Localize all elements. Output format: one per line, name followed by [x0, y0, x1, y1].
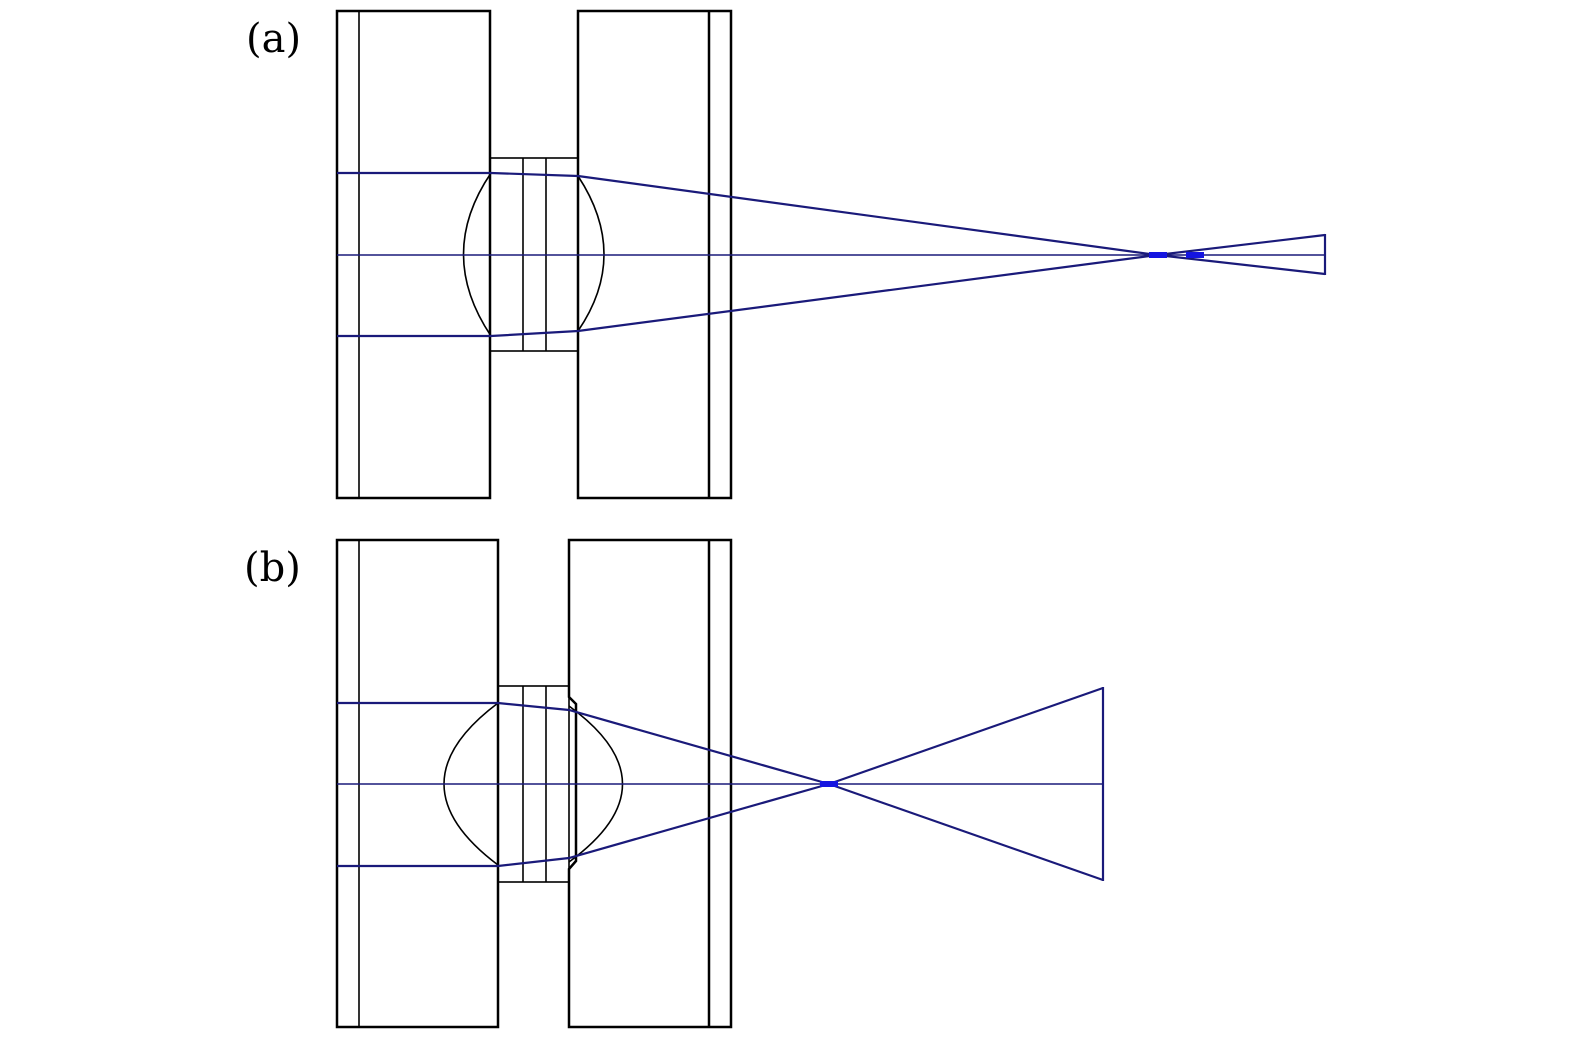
ray-lower-a — [337, 253, 1158, 338]
focus-marker-1-a — [1149, 252, 1167, 258]
ray-upper-b — [337, 701, 830, 786]
panel-label-b: (b) — [244, 545, 301, 591]
panel-a: (a) — [246, 9, 1327, 500]
focus-marker-2-a — [1186, 252, 1204, 258]
ray-upper-a — [337, 171, 1158, 257]
ray-upper-diverging-a — [1156, 233, 1326, 257]
ray-upper-diverging-b — [828, 686, 1104, 786]
ray-lower-diverging-b — [828, 782, 1104, 882]
focus-marker-b — [820, 781, 838, 787]
panel-b: (b) — [244, 538, 1105, 1029]
ray-lower-diverging-a — [1156, 253, 1326, 276]
panel-label-a: (a) — [246, 16, 301, 62]
ray-lower-b — [337, 782, 830, 868]
lens-surface-right-a — [577, 175, 605, 332]
